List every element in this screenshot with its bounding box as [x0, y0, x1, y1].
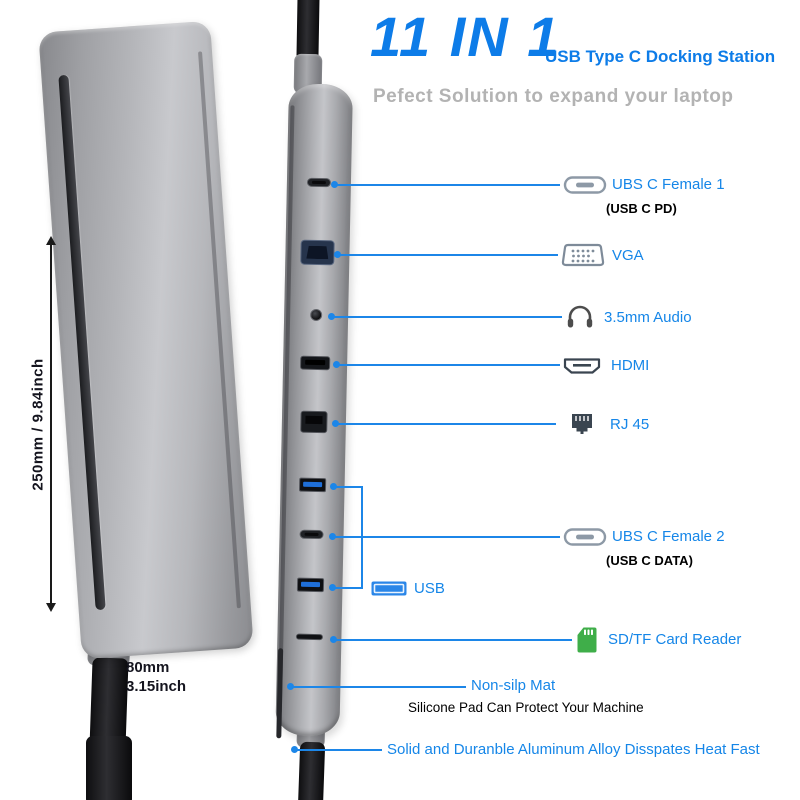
port-sublabel-usb-c-2: (USB C DATA): [606, 553, 693, 568]
callout-line-hdmi: [338, 364, 560, 366]
callout-line-vga: [339, 254, 558, 256]
ethernet-port: [300, 410, 328, 434]
hdmi-icon: [561, 356, 603, 376]
product-subtitle: USB Type C Docking Station: [545, 47, 776, 66]
callout-dot-sd: [330, 636, 337, 643]
headphones-icon: [566, 304, 594, 330]
product-tagline: Pefect Solution to expand your laptop: [373, 86, 734, 107]
port-label-rj45: RJ 45: [610, 416, 650, 433]
mat-note: Silicone Pad Can Protect Your Machine: [408, 700, 644, 715]
port-label-audio: 3.5mm Audio: [604, 309, 692, 326]
callout-line-sd: [335, 639, 572, 641]
usb-a-port-2: [296, 577, 325, 593]
callout-dot-vga: [334, 251, 341, 258]
product-title: 11 IN 1: [370, 5, 561, 68]
mat-title: Non-silp Mat: [471, 677, 556, 694]
usb-c-port-1: [306, 177, 332, 188]
dimension-arrow-top: [46, 236, 56, 245]
port-sublabel-usb-c-1: (USB C PD): [606, 201, 677, 216]
callout-dot-alloy: [291, 746, 298, 753]
usb-c-port-2: [299, 529, 324, 540]
sd-card-icon: [576, 626, 598, 653]
callout-line-usb-c-2: [334, 536, 560, 538]
port-label-usb-c-1: UBS C Female 1: [612, 176, 725, 193]
port-label-vga: VGA: [612, 247, 644, 264]
left-usb-c-cable-lower: [86, 736, 132, 800]
port-label-sd: SD/TF Card Reader: [608, 631, 742, 648]
vga-port: [300, 239, 335, 266]
callout-bracket-usb: [361, 486, 363, 589]
top-cable: [296, 0, 320, 61]
vga-icon: [560, 241, 606, 271]
port-label-usb: USB: [414, 580, 445, 597]
callout-line-audio: [333, 316, 562, 318]
alloy-note: Solid and Duranble Aluminum Alloy Disspa…: [387, 741, 760, 758]
hdmi-port: [300, 355, 331, 371]
usb-c-icon: [563, 527, 607, 547]
port-label-hdmi: HDMI: [611, 357, 650, 374]
dimension-line-height: [50, 244, 52, 604]
callout-dot-usb-c-2: [329, 533, 336, 540]
callout-dot-usb-a-2: [329, 584, 336, 591]
dock-front-view: [38, 20, 254, 660]
usb-a-port-1: [298, 477, 327, 493]
callout-dot-hdmi: [333, 361, 340, 368]
width-dimension-mm: 80mm: [126, 659, 170, 676]
usb-c-icon: [563, 175, 607, 195]
sd-card-slot: [295, 633, 323, 641]
callout-dot-rj45: [332, 420, 339, 427]
callout-dot-mat: [287, 683, 294, 690]
callout-line-mat: [292, 686, 466, 688]
callout-line-rj45: [337, 423, 556, 425]
callout-dot-audio: [328, 313, 335, 320]
port-label-usb-c-2: UBS C Female 2: [612, 528, 725, 545]
ethernet-icon: [569, 412, 595, 436]
callout-line-alloy: [296, 749, 382, 751]
callout-dot-usb-c-1: [331, 181, 338, 188]
usb-a-icon: [370, 580, 408, 597]
callout-line-usb-a-1: [335, 486, 363, 488]
callout-dot-usb-a-1: [330, 483, 337, 490]
height-dimension-label: 250mm / 9.84inch: [29, 358, 47, 491]
width-dimension-inch: 3.15inch: [126, 678, 187, 695]
callout-line-usb-a-2: [334, 587, 363, 589]
callout-line-usb-c-1: [336, 184, 560, 186]
dimension-arrow-bottom: [46, 603, 56, 612]
